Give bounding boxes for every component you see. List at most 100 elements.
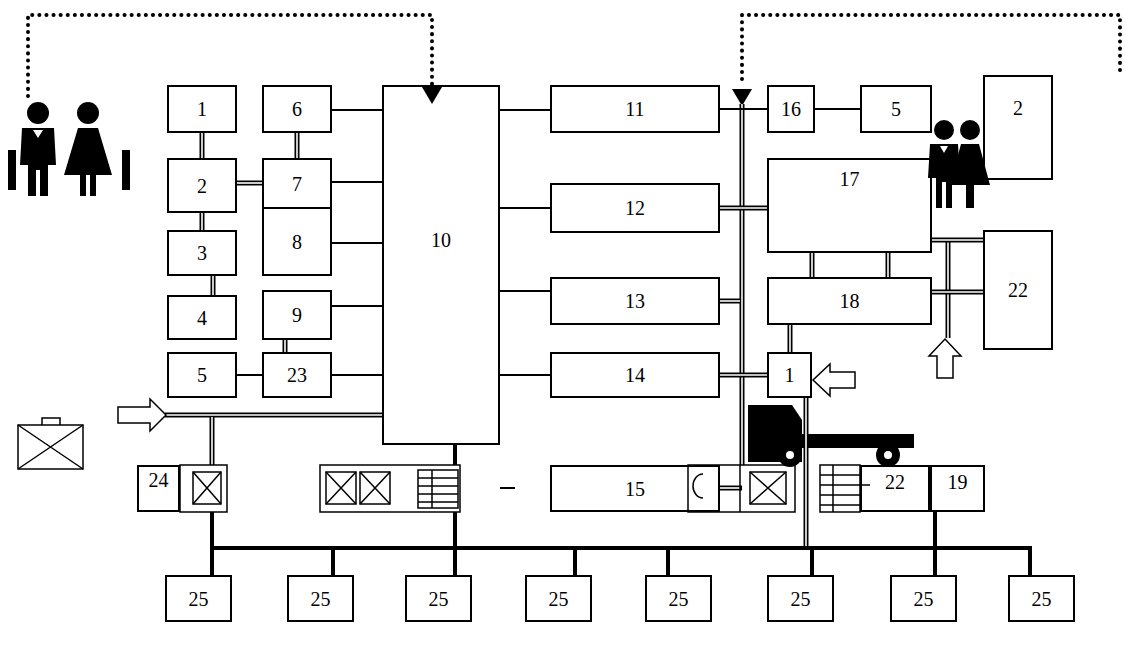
box-number: 25 bbox=[914, 588, 934, 610]
box-number: 8 bbox=[292, 231, 302, 253]
bus-connector bbox=[455, 512, 935, 575]
terminal-box: 25 bbox=[525, 575, 592, 622]
box-number: 2 bbox=[1013, 97, 1023, 119]
double-connector bbox=[888, 253, 889, 277]
terminal-box: 25 bbox=[767, 575, 834, 622]
process-box: 10 bbox=[382, 85, 500, 445]
box-number: 25 bbox=[1032, 588, 1052, 610]
double-connector bbox=[285, 340, 286, 352]
box-number: 1 bbox=[785, 364, 795, 386]
bus-connector bbox=[333, 512, 935, 575]
arrow-head bbox=[422, 87, 442, 104]
device-group bbox=[320, 465, 460, 512]
box-number: 17 bbox=[840, 168, 860, 190]
connector-line bbox=[500, 375, 550, 376]
process-box: 13 bbox=[550, 277, 720, 325]
box-number: 2 bbox=[197, 175, 207, 197]
terminal-box: 25 bbox=[165, 575, 232, 622]
flow-arrow bbox=[929, 339, 961, 378]
connector-line bbox=[332, 243, 382, 244]
device-group bbox=[688, 465, 795, 512]
process-box: 2 bbox=[167, 158, 237, 213]
box-number: 3 bbox=[197, 242, 207, 264]
process-box: 17 bbox=[767, 158, 932, 253]
box-number: 25 bbox=[549, 588, 569, 610]
box-number: 6 bbox=[292, 98, 302, 120]
process-box: 5 bbox=[167, 352, 237, 398]
connector-line bbox=[815, 109, 860, 110]
process-box: 14 bbox=[550, 352, 720, 398]
people-icon bbox=[928, 120, 990, 208]
flow-arrow bbox=[813, 364, 855, 396]
box-number: 25 bbox=[189, 588, 209, 610]
terminal-box: 25 bbox=[645, 575, 712, 622]
process-box: 18 bbox=[767, 277, 932, 325]
device-group bbox=[820, 465, 870, 512]
process-box: 22 bbox=[860, 465, 930, 512]
process-box: 23 bbox=[262, 352, 332, 398]
terminal-box: 25 bbox=[1008, 575, 1075, 622]
flow-arrow bbox=[118, 399, 166, 431]
double-connector bbox=[812, 253, 813, 277]
box-number: 25 bbox=[791, 588, 811, 610]
box-number: 10 bbox=[431, 229, 451, 251]
connector-line bbox=[332, 182, 382, 183]
process-box: 1 bbox=[767, 352, 812, 398]
bus-connector bbox=[812, 512, 935, 575]
box-number: 12 bbox=[625, 197, 645, 219]
box-number: 9 bbox=[292, 304, 302, 326]
bus-connector bbox=[575, 512, 935, 575]
box-number: 25 bbox=[669, 588, 689, 610]
box-number: 22 bbox=[1008, 279, 1028, 301]
suitcase-icon bbox=[18, 418, 83, 469]
process-box: 9 bbox=[262, 290, 332, 340]
terminal-box: 25 bbox=[890, 575, 957, 622]
connector-line bbox=[720, 109, 767, 110]
box-number: 16 bbox=[781, 98, 801, 120]
box-number: 25 bbox=[311, 588, 331, 610]
process-box: 22 bbox=[983, 230, 1053, 350]
wire bbox=[500, 487, 515, 489]
process-box: 5 bbox=[860, 85, 932, 133]
process-box: 1 bbox=[167, 85, 237, 133]
process-box: 6 bbox=[262, 85, 332, 133]
process-box: 16 bbox=[767, 85, 815, 133]
box-number: 25 bbox=[429, 588, 449, 610]
truck-icon bbox=[748, 405, 914, 467]
box-number: 11 bbox=[625, 98, 644, 120]
connector-line bbox=[500, 110, 550, 111]
people-icon bbox=[8, 102, 130, 196]
process-box: 11 bbox=[550, 85, 720, 133]
box-number: 24 bbox=[149, 469, 169, 491]
process-box: 15 bbox=[550, 465, 720, 512]
process-box: 12 bbox=[550, 183, 720, 233]
double-connector bbox=[932, 240, 983, 241]
bus-connector bbox=[935, 512, 1030, 575]
process-box: 2 bbox=[983, 75, 1053, 180]
box-number: 5 bbox=[197, 364, 207, 386]
double-connector bbox=[202, 133, 203, 158]
process-box: 19 bbox=[930, 465, 985, 512]
double-connector bbox=[237, 183, 262, 184]
double-connector bbox=[720, 375, 767, 376]
double-line bbox=[165, 104, 948, 548]
process-box: 24 bbox=[137, 465, 180, 512]
dotted-route bbox=[742, 15, 1120, 86]
process-box: 3 bbox=[167, 230, 237, 276]
dotted-route bbox=[28, 15, 432, 96]
box-number: 19 bbox=[948, 471, 968, 493]
box-number: 13 bbox=[625, 290, 645, 312]
box-number: 5 bbox=[891, 98, 901, 120]
box-number: 23 bbox=[287, 364, 307, 386]
connector-line bbox=[332, 306, 382, 307]
box-number: 14 bbox=[625, 364, 645, 386]
connector-line bbox=[332, 375, 382, 376]
process-box: 8 bbox=[262, 207, 332, 276]
box-number: 4 bbox=[197, 307, 207, 329]
box-number: 1 bbox=[197, 98, 207, 120]
connector-line bbox=[500, 291, 550, 292]
box-number: 22 bbox=[885, 471, 905, 493]
bus-connector bbox=[668, 512, 935, 575]
terminal-box: 25 bbox=[405, 575, 472, 622]
terminal-box: 25 bbox=[287, 575, 354, 622]
